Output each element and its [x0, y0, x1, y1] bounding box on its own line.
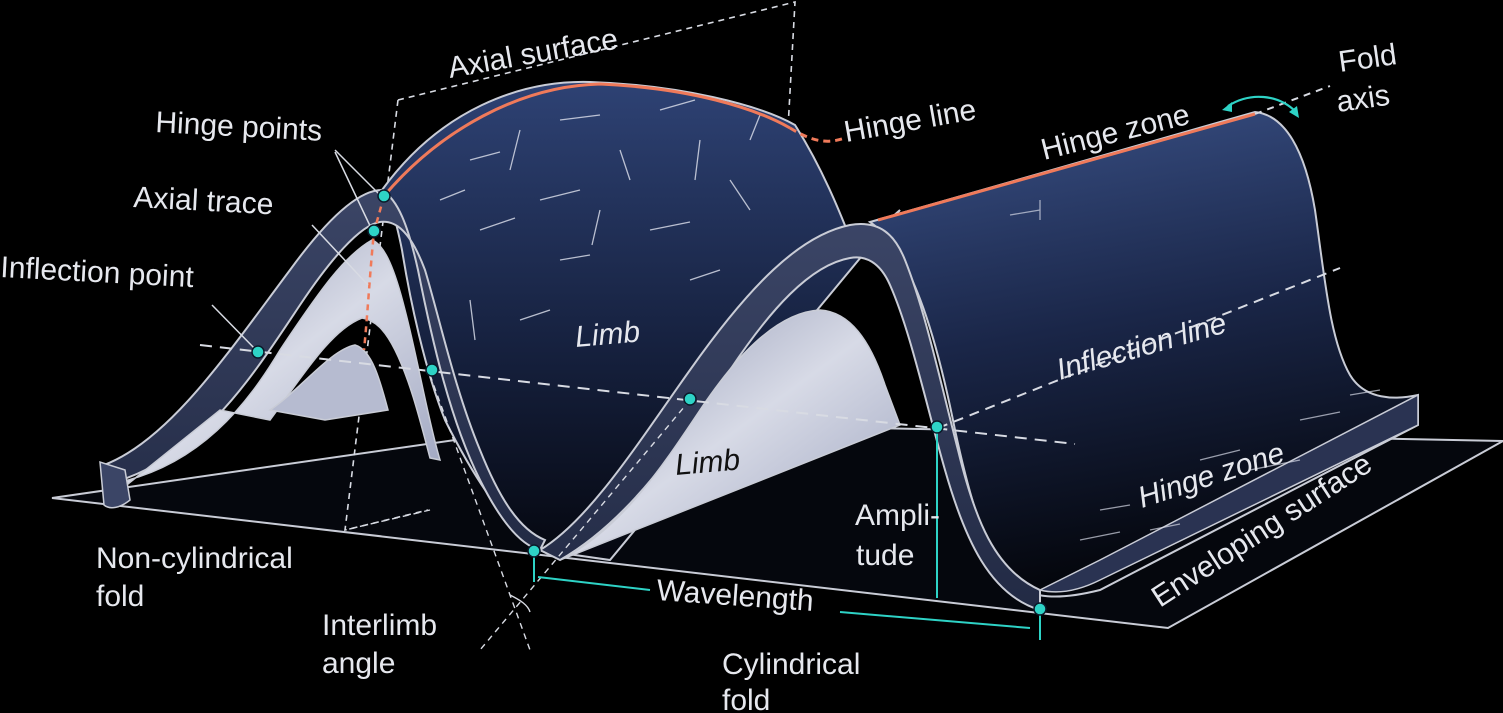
- fold-axis-arrowhead-right: [1289, 106, 1299, 118]
- inflection-point-left: [251, 345, 265, 359]
- right-fold-texture: [1009, 200, 1381, 541]
- label-amplitude-2: tude: [856, 539, 914, 572]
- inflection-point-right: [930, 420, 944, 434]
- left-fold-inner: [104, 239, 442, 502]
- label-inflection-point: Inflection point: [0, 251, 195, 294]
- hinge-line-left-dash: [789, 126, 846, 143]
- hinge-line-right: [877, 112, 1256, 222]
- left-fold-inner-lump: [268, 344, 389, 421]
- non-cylindrical-dash: [344, 509, 431, 531]
- label-fold-axis-1: Fold: [1336, 38, 1398, 79]
- axial-trace-line: [362, 195, 386, 351]
- label-interlimb-2: angle: [322, 647, 395, 680]
- trough-point-right: [1033, 602, 1047, 616]
- interlimb-angle-arc: [509, 594, 531, 613]
- hinge-point-lower: [367, 224, 381, 238]
- label-hinge-points: Hinge points: [155, 106, 323, 148]
- inflection-point-mid: [683, 392, 697, 406]
- label-amplitude-1: Ampli-: [855, 499, 940, 532]
- interlimb-angle-lines: [429, 374, 691, 651]
- label-fold-axis-2: axis: [1334, 79, 1391, 119]
- label-cylindrical-1: Cylindrical: [722, 648, 860, 681]
- fold-axis-rotation-arrow: [1227, 95, 1297, 113]
- label-non-cylindrical-2: fold: [96, 580, 144, 613]
- fold-axis-line: [1254, 85, 1331, 115]
- marker-points: [251, 189, 1047, 616]
- left-fold-texture: [439, 99, 761, 341]
- label-non-cylindrical-1: Non-cylindrical: [96, 542, 293, 575]
- label-axial-surface: Axial surface: [445, 23, 620, 85]
- left-edge-slab: [99, 460, 131, 509]
- label-limb-top: Limb: [574, 315, 642, 354]
- label-pointers: [211, 149, 381, 353]
- axial-surface-plane: [344, 0, 796, 532]
- measurement-lines: [533, 428, 1041, 640]
- trough-point-left: [527, 544, 541, 558]
- right-fold-right-limb: [1037, 393, 1419, 593]
- right-fold-inner: [559, 309, 901, 561]
- inflection-point-mid-left: [425, 363, 439, 377]
- label-hinge-line: Hinge line: [841, 93, 978, 149]
- label-interlimb-1: Interlimb: [322, 609, 437, 642]
- label-axial-trace: Axial trace: [133, 181, 275, 221]
- inflection-line-left: [199, 344, 1076, 445]
- fold-axis-arrowhead-left: [1222, 102, 1232, 112]
- label-limb-bottom: Limb: [674, 443, 742, 482]
- hinge-line-left: [382, 82, 791, 197]
- label-cylindrical-2: fold: [722, 684, 770, 713]
- hinge-point-upper: [377, 189, 391, 203]
- inflection-line-right: [937, 267, 1341, 429]
